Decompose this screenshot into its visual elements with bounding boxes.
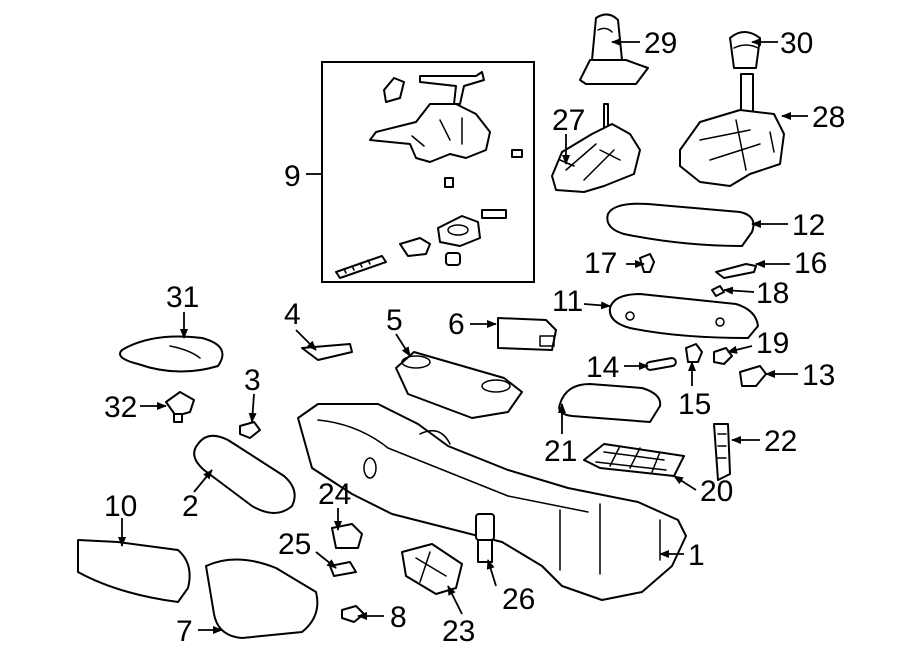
part-9-inset-box: [321, 61, 535, 283]
callout-17: 17: [584, 247, 617, 280]
part-14-pin: [645, 357, 677, 371]
part-29-shift-boot: [579, 13, 649, 85]
callout-9: 9: [284, 160, 301, 193]
callout-31: 31: [166, 281, 199, 314]
part-13-latch: [739, 365, 767, 387]
callout-8: 8: [390, 601, 407, 634]
part-22-bracket: [713, 423, 731, 481]
part-8-clip: [341, 605, 365, 623]
part-27-manual-shifter: [551, 103, 641, 193]
callout-19: 19: [756, 327, 789, 360]
callout-22: 22: [764, 425, 797, 458]
callout-5: 5: [386, 304, 403, 337]
callout-32: 32: [104, 391, 137, 424]
callout-labels: 1 2 3 4 5 6 7 8 9 10 11 12 13 14 15 16 1…: [104, 27, 845, 648]
part-21-pad: [558, 383, 662, 423]
part-7-side-trim: [205, 558, 319, 639]
part-12-armrest-lid: [606, 202, 755, 247]
part-23-switch-module: [401, 543, 463, 595]
part-26-connector: [475, 513, 495, 563]
part-10-side-trim: [77, 539, 191, 603]
part-20-grid-tray: [583, 443, 685, 477]
callout-28: 28: [812, 101, 845, 134]
part-2-side-panel: [193, 434, 296, 514]
part-5-cupholder-tray: [395, 351, 523, 419]
callout-26: 26: [502, 583, 535, 616]
part-15-plug: [685, 343, 703, 363]
part-6-storage-bin: [497, 317, 557, 351]
callout-12: 12: [792, 209, 825, 242]
callout-2: 2: [182, 490, 199, 523]
part-3-clip: [239, 421, 261, 439]
part-4-cover: [301, 343, 353, 361]
callout-11: 11: [552, 285, 583, 318]
callout-29: 29: [644, 27, 677, 60]
callout-16: 16: [794, 247, 827, 280]
callout-25: 25: [278, 528, 311, 561]
part-32-knob: [165, 391, 195, 423]
part-31-cover: [119, 335, 224, 373]
callout-3: 3: [244, 364, 261, 397]
callout-13: 13: [802, 359, 835, 392]
part-28-auto-shifter: [679, 73, 785, 187]
callout-15: 15: [678, 388, 711, 421]
part-18-spring: [711, 285, 725, 297]
part-30-shift-knob: [729, 31, 761, 69]
callout-7: 7: [176, 615, 193, 648]
callout-18: 18: [756, 277, 789, 310]
part-25-clip: [329, 561, 357, 577]
part-24-bracket: [331, 523, 363, 549]
part-19-fastener: [713, 347, 733, 365]
callout-14: 14: [586, 351, 619, 384]
callout-23: 23: [442, 615, 475, 648]
callout-6: 6: [448, 308, 465, 341]
callout-21: 21: [544, 435, 577, 468]
leader-lines: [118, 38, 808, 634]
part-1-console-body: [297, 403, 687, 601]
callout-4: 4: [284, 298, 301, 331]
callout-27: 27: [552, 104, 585, 137]
callout-20: 20: [700, 475, 733, 508]
callout-10: 10: [104, 490, 137, 523]
callout-30: 30: [780, 27, 813, 60]
part-17-clip: [639, 253, 655, 273]
part-11-armrest-base: [608, 293, 759, 339]
part-16-hinge: [715, 263, 757, 279]
callout-24: 24: [318, 478, 351, 511]
callout-1: 1: [688, 539, 705, 572]
